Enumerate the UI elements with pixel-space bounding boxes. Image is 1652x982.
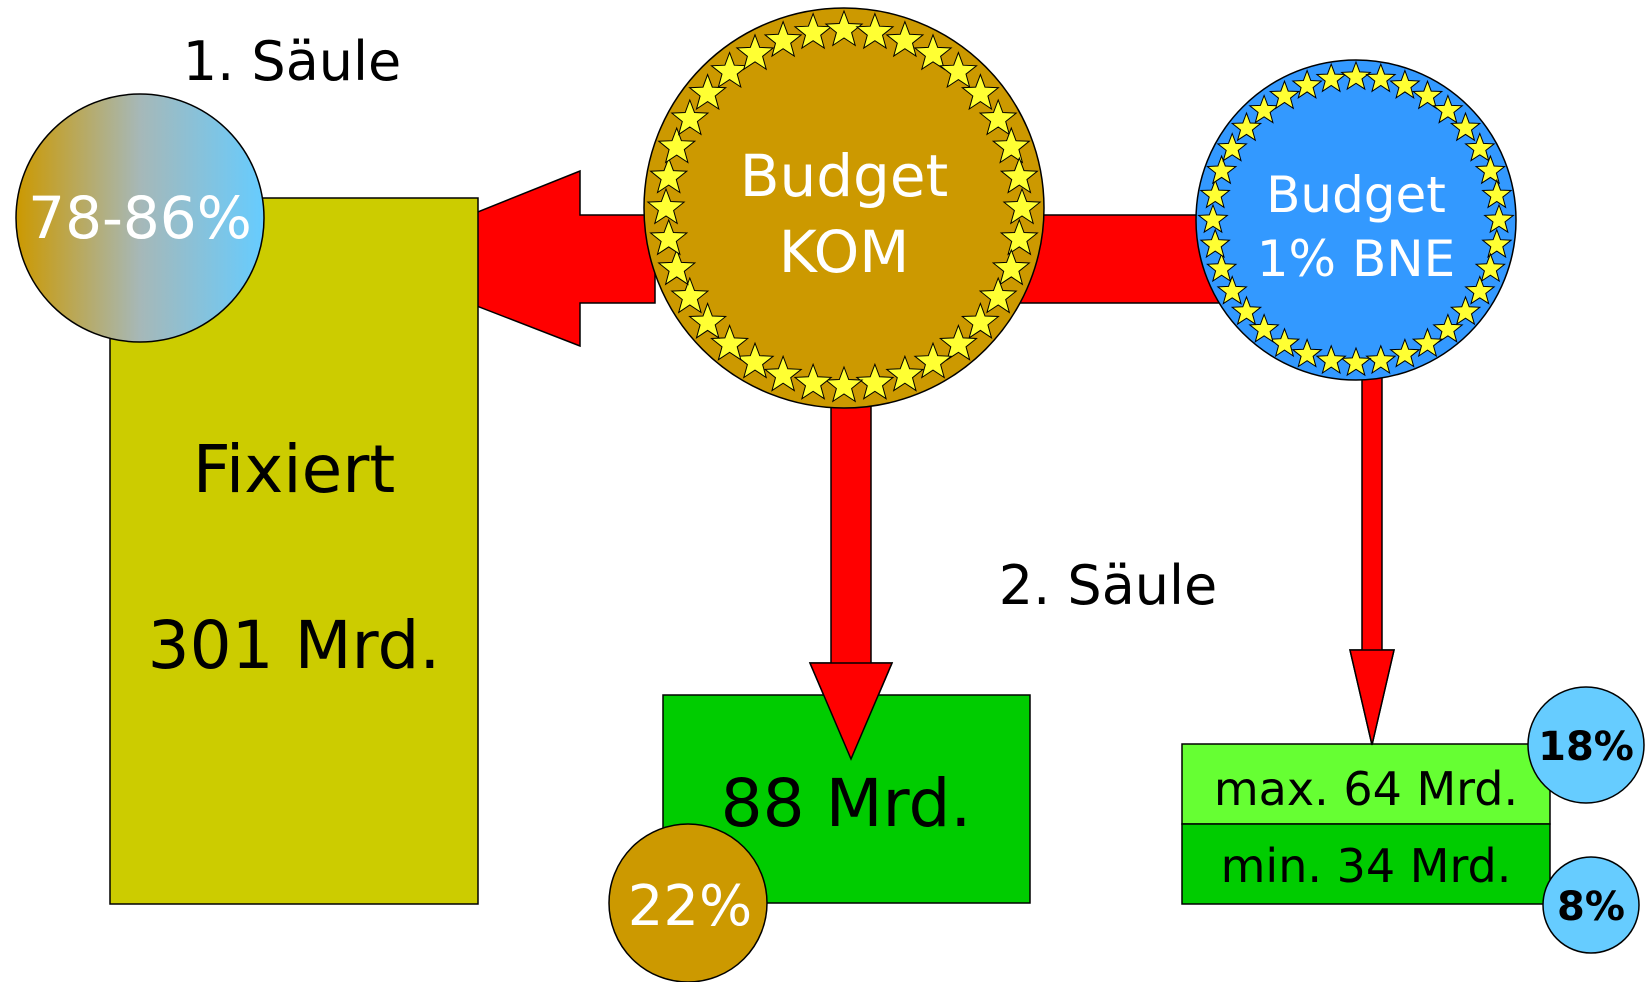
star-icon <box>763 20 803 58</box>
min-share-text: 8% <box>1557 884 1625 930</box>
star-icon <box>1411 79 1444 110</box>
star-icon <box>657 248 697 286</box>
max-share-badge <box>1527 686 1645 804</box>
star-icon <box>999 218 1039 256</box>
star-icon <box>1481 178 1513 209</box>
star-icon <box>1464 132 1496 162</box>
star-icon <box>710 51 750 89</box>
star-icon <box>1365 344 1397 375</box>
star-icon <box>1216 132 1248 162</box>
star-icon <box>1199 178 1231 209</box>
star-icon <box>1389 337 1421 368</box>
star-icon <box>1340 60 1372 91</box>
star-icon <box>793 362 833 400</box>
star-icon <box>1464 275 1496 305</box>
star-icon <box>1230 111 1263 142</box>
star-icon <box>1389 69 1421 99</box>
star-icon <box>1268 79 1301 110</box>
star-icon <box>978 98 1018 136</box>
star-icon <box>913 341 953 379</box>
star-icon <box>824 365 864 403</box>
star-icon <box>1432 313 1464 343</box>
star-icon <box>670 276 710 314</box>
star-icon <box>1199 228 1231 259</box>
star-icon <box>1002 187 1042 225</box>
star-icon <box>824 9 864 47</box>
star-icon <box>688 73 728 111</box>
star-icon <box>793 12 833 50</box>
max-label: max. 64 Mrd. <box>1214 762 1518 816</box>
star-icon <box>763 354 803 392</box>
min-box <box>1181 823 1551 905</box>
star-icon <box>991 126 1031 164</box>
pillar1-share-text: 78-86% <box>28 184 252 252</box>
star-icon <box>1291 337 1323 368</box>
star-icon <box>1483 203 1515 234</box>
pillar2-heading: 2. Säule <box>999 554 1218 617</box>
star-icon <box>938 323 978 361</box>
min-label: min. 34 Mrd. <box>1221 839 1512 893</box>
star-icon <box>1365 62 1397 93</box>
pillar2-box-amount: 88 Mrd. <box>721 765 972 842</box>
star-icon <box>710 323 750 361</box>
budget-kom-circle <box>643 7 1045 409</box>
star-icon <box>1291 69 1323 99</box>
star-icon <box>938 51 978 89</box>
star-icon <box>1230 295 1263 326</box>
star-icon <box>1315 62 1347 93</box>
star-icon <box>649 156 689 194</box>
pillar2-share-badge <box>608 823 768 982</box>
budget-kom-stars <box>646 9 1042 403</box>
pillar1-box-amount: 301 Mrd. <box>148 607 441 684</box>
star-icon <box>1248 313 1280 343</box>
star-icon <box>1474 154 1506 185</box>
star-icon <box>960 301 1000 339</box>
star-icon <box>1206 252 1238 283</box>
star-icon <box>1248 94 1280 124</box>
star-icon <box>1340 346 1372 377</box>
star-icon <box>1216 275 1248 305</box>
budget-bne-stars <box>1197 60 1515 377</box>
star-icon <box>1197 203 1229 234</box>
budget-kom-line1: Budget <box>740 142 949 210</box>
star-icon <box>1411 327 1444 358</box>
budget-kom-line2: KOM <box>779 218 910 286</box>
star-icon <box>1432 94 1464 124</box>
star-icon <box>991 248 1031 286</box>
star-icon <box>735 33 775 71</box>
star-icon <box>1474 252 1506 283</box>
star-icon <box>1315 344 1347 375</box>
star-icon <box>999 156 1039 194</box>
star-icon <box>855 362 895 400</box>
min-share-badge <box>1542 856 1640 954</box>
star-icon <box>670 98 710 136</box>
star-icon <box>646 187 686 225</box>
arrow-to-pillar2-tip <box>808 662 894 761</box>
pillar1-heading: 1. Säule <box>183 30 402 93</box>
budget-bne-line2: 1% BNE <box>1257 230 1456 288</box>
star-icon <box>657 126 697 164</box>
budget-bne-circle <box>1195 59 1517 381</box>
arrow-to-max-min-tip <box>1349 649 1395 746</box>
star-icon <box>649 218 689 256</box>
star-icon <box>1449 111 1482 142</box>
star-icon <box>960 73 1000 111</box>
star-icon <box>1449 295 1482 326</box>
star-icon <box>688 301 728 339</box>
budget-bne-line1: Budget <box>1266 166 1446 224</box>
max-share-text: 18% <box>1538 724 1634 770</box>
star-icon <box>978 276 1018 314</box>
star-icon <box>885 20 925 58</box>
star-icon <box>1268 327 1301 358</box>
star-icon <box>885 354 925 392</box>
pillar1-share-badge <box>15 93 265 343</box>
pillar1-box-label: Fixiert <box>193 431 396 508</box>
star-icon <box>735 341 775 379</box>
star-icon <box>1206 154 1238 185</box>
star-icon <box>855 12 895 50</box>
pillar2-share-text: 22% <box>628 874 752 939</box>
star-icon <box>1481 228 1513 259</box>
star-icon <box>913 33 953 71</box>
